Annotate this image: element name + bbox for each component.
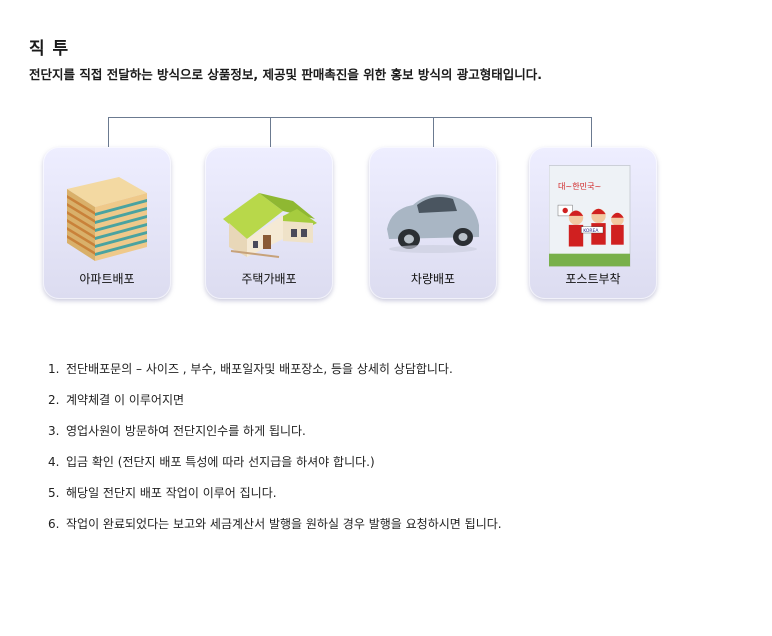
page-title: 직 투 bbox=[29, 39, 70, 59]
connector-vertical-3 bbox=[433, 117, 434, 148]
card-house[interactable]: 주택가배포 bbox=[205, 147, 333, 299]
apartment-building-icon bbox=[67, 177, 147, 261]
card-label-house: 주택가배포 bbox=[241, 272, 297, 286]
poster-icon: 대~한민국~ KOREA bbox=[549, 165, 631, 267]
card-apartment[interactable]: 아파트배포 bbox=[43, 147, 171, 299]
list-item: 1.전단배포문의 – 사이즈 , 부수, 배포일자및 배포장소, 등을 상세히 … bbox=[48, 362, 453, 376]
list-item: 4.입금 확인 (전단지 배포 특성에 따라 선지급을 하셔야 합니다.) bbox=[48, 455, 375, 469]
house-icon bbox=[223, 193, 317, 258]
poster-banner: KOREA bbox=[583, 228, 599, 234]
process-steps-list: 1.전단배포문의 – 사이즈 , 부수, 배포일자및 배포장소, 등을 상세히 … bbox=[48, 360, 502, 546]
card-car[interactable]: 차량배포 bbox=[369, 147, 497, 299]
connector-horizontal bbox=[108, 117, 592, 118]
connector-vertical-2 bbox=[270, 117, 271, 148]
list-item: 2.계약체결 이 이루어지면 bbox=[48, 393, 185, 407]
card-label-apartment: 아파트배포 bbox=[79, 272, 135, 286]
card-label-car: 차량배포 bbox=[410, 272, 456, 286]
list-item: 5.해당일 전단지 배포 작업이 이루어 집니다. bbox=[48, 486, 277, 500]
connector-vertical-4 bbox=[591, 117, 592, 148]
connector-vertical-1 bbox=[108, 117, 109, 148]
card-poster[interactable]: 대~한민국~ KOREA 포스트부착 bbox=[529, 147, 657, 299]
card-label-poster: 포스트부착 bbox=[565, 272, 621, 286]
page-subtitle: 전단지를 직접 전달하는 방식으로 상품정보, 제공및 판매촉진을 위한 홍보 … bbox=[29, 67, 543, 82]
poster-caption: 대~한민국~ bbox=[558, 181, 601, 191]
list-item: 6.작업이 완료되었다는 보고와 세금계산서 발행을 원하실 경우 발행을 요청… bbox=[48, 517, 502, 531]
list-item: 3.영업사원이 방문하여 전단지인수를 하게 됩니다. bbox=[48, 424, 306, 438]
car-icon bbox=[387, 194, 479, 253]
